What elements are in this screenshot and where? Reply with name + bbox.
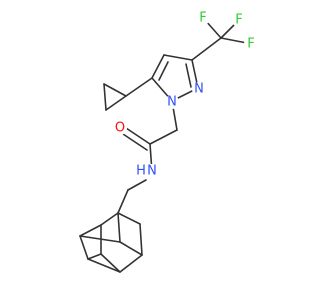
atom-n-amide: H N bbox=[135, 164, 159, 179]
bond-adam-2 bbox=[139, 223, 143, 256]
bond-c4-c3 bbox=[163, 54, 193, 61]
bond-adam-11 bbox=[79, 224, 102, 237]
bond-c5-c4 bbox=[151, 54, 165, 79]
atom-f1-label: F bbox=[235, 13, 242, 28]
atom-o-carbonyl-label: O bbox=[115, 121, 125, 136]
bond-adam-10 bbox=[79, 235, 89, 260]
bond-adam-3 bbox=[119, 254, 143, 273]
bond-cyclopropyl-b bbox=[103, 83, 107, 111]
bond-cf3-pyrazole bbox=[191, 37, 222, 61]
bond-adam-8 bbox=[119, 241, 143, 256]
bond-adam-13 bbox=[79, 235, 121, 243]
bond-ch2-carbonyl bbox=[149, 129, 178, 145]
atom-f3-label: F bbox=[199, 11, 206, 26]
atom-f1: F bbox=[232, 13, 246, 28]
atom-n-pyrazole-2: N bbox=[192, 82, 206, 97]
atom-n-pyrazole-1: N bbox=[165, 95, 179, 110]
bond-adam-12 bbox=[87, 258, 121, 273]
bond-cyclopropyl-a bbox=[103, 83, 127, 97]
atom-h-amide-label: H bbox=[136, 164, 146, 179]
bond-ch2-adamantyl bbox=[117, 189, 129, 214]
atom-n-amide-label: N bbox=[147, 164, 157, 179]
bond-carbonyl-o-double bbox=[122, 133, 148, 151]
atom-f2-label: F bbox=[247, 37, 254, 52]
bond-c-f2 bbox=[220, 37, 248, 44]
atom-f3: F bbox=[196, 11, 210, 26]
bond-cyclopropyl-c bbox=[105, 95, 127, 111]
bond-c3-n2-double bbox=[185, 63, 192, 88]
bond-carbonyl-o bbox=[125, 127, 151, 145]
bonds bbox=[79, 19, 248, 273]
bond-c5-cyclopropyl bbox=[125, 77, 153, 97]
bond-adam-7 bbox=[117, 212, 121, 243]
bond-c5-c4-double bbox=[158, 61, 169, 81]
atom-n-pyrazole-1-label: N bbox=[167, 95, 177, 110]
atom-labels: F F F N N O H N bbox=[113, 11, 258, 179]
bond-adam-6 bbox=[100, 212, 119, 226]
atom-o-carbonyl: O bbox=[113, 121, 127, 136]
atom-n-pyrazole-2-label: N bbox=[194, 82, 204, 97]
bond-adam-1 bbox=[117, 212, 141, 225]
molecule-structure-diagram: F F F N N O H N bbox=[79, 10, 258, 273]
bond-n-ch2 bbox=[127, 179, 147, 191]
bond-adam-9 bbox=[87, 253, 102, 260]
bond-adam-4 bbox=[100, 253, 121, 273]
atom-f2: F bbox=[244, 37, 258, 52]
